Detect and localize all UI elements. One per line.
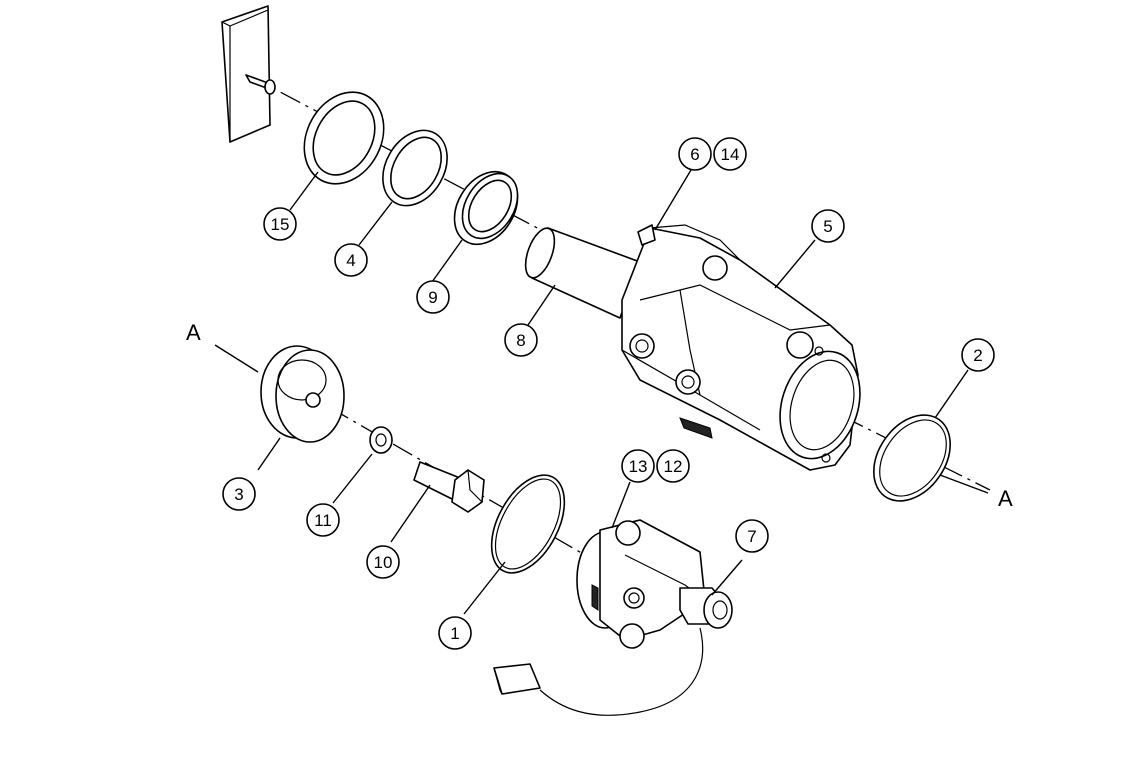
section-mark-a-left: A bbox=[186, 320, 201, 345]
svg-text:14: 14 bbox=[721, 145, 740, 164]
callout-9: 9 bbox=[416, 280, 450, 314]
svg-text:6: 6 bbox=[690, 145, 699, 164]
callout-2: 2 bbox=[961, 338, 995, 372]
mounting-plate bbox=[221, 5, 276, 143]
seal-4 bbox=[382, 129, 448, 207]
washer-11 bbox=[369, 426, 393, 454]
callout-8: 8 bbox=[504, 323, 538, 357]
callout-3: 3 bbox=[222, 477, 256, 511]
ring-2 bbox=[873, 414, 951, 502]
o-ring-1 bbox=[490, 474, 566, 574]
callouts: 15 4 9 8 6 14 5 2 bbox=[222, 137, 995, 650]
svg-text:11: 11 bbox=[314, 511, 332, 530]
callout-5: 5 bbox=[811, 209, 845, 243]
svg-text:4: 4 bbox=[346, 251, 355, 270]
svg-text:5: 5 bbox=[823, 217, 832, 236]
svg-text:1: 1 bbox=[450, 624, 459, 643]
ring-15 bbox=[303, 91, 385, 185]
callout-15: 15 bbox=[263, 207, 297, 241]
callout-10: 10 bbox=[366, 545, 400, 579]
cover-3 bbox=[260, 345, 345, 443]
callout-7: 7 bbox=[735, 519, 769, 553]
callout-13: 13 bbox=[621, 449, 655, 483]
callout-11: 11 bbox=[306, 503, 340, 537]
svg-text:12: 12 bbox=[664, 457, 683, 476]
svg-text:3: 3 bbox=[234, 485, 243, 504]
callout-6: 6 bbox=[678, 137, 712, 171]
svg-text:8: 8 bbox=[516, 331, 525, 350]
seal-9 bbox=[453, 170, 519, 246]
shaft-8 bbox=[524, 227, 641, 319]
callout-1: 1 bbox=[438, 616, 472, 650]
svg-text:15: 15 bbox=[271, 215, 290, 234]
wire-connector bbox=[493, 663, 541, 695]
leader-lines bbox=[214, 169, 989, 615]
callout-14: 14 bbox=[713, 137, 747, 171]
svg-text:13: 13 bbox=[629, 457, 648, 476]
svg-text:10: 10 bbox=[374, 553, 393, 572]
svg-text:2: 2 bbox=[973, 346, 982, 365]
section-mark-a-right: A bbox=[998, 486, 1013, 511]
svg-text:9: 9 bbox=[428, 288, 437, 307]
solenoid-7 bbox=[539, 587, 733, 716]
housing-5 bbox=[621, 224, 861, 471]
callout-12: 12 bbox=[656, 449, 690, 483]
bolt-10 bbox=[413, 461, 485, 513]
section-marks: A A bbox=[186, 320, 1013, 511]
svg-text:7: 7 bbox=[747, 527, 756, 546]
callout-4: 4 bbox=[334, 243, 368, 277]
valve-body-13-12 bbox=[576, 519, 706, 649]
